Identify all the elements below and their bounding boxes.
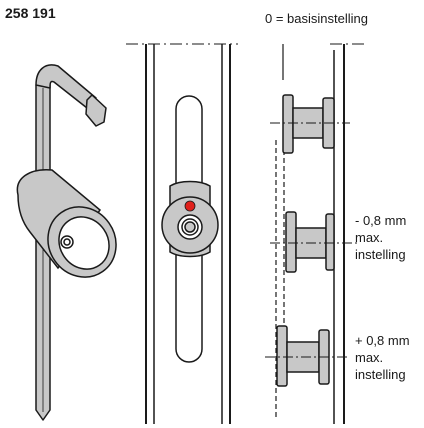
plus-setting-line2: max. (355, 350, 384, 365)
eccentric-bushing-icon (16, 169, 117, 278)
article-number: 258 191 (5, 5, 56, 21)
basis-setting-label: 0 = basisinstelling (265, 11, 368, 26)
adjustment-knob-icon (161, 180, 219, 258)
minus-setting-line2: max. (355, 230, 384, 245)
hinge-roller-icon (265, 325, 350, 387)
plus-setting-line3: instelling (355, 367, 406, 382)
red-marker-icon (184, 200, 196, 212)
plus-setting-value: + 0,8 mm (355, 333, 410, 348)
hinge-roller-icon (270, 211, 360, 273)
minus-setting-line3: instelling (355, 247, 406, 262)
minus-setting-value: - 0,8 mm (355, 213, 407, 228)
hex-key-icon (35, 64, 107, 421)
hinge-roller-icon (270, 94, 350, 154)
